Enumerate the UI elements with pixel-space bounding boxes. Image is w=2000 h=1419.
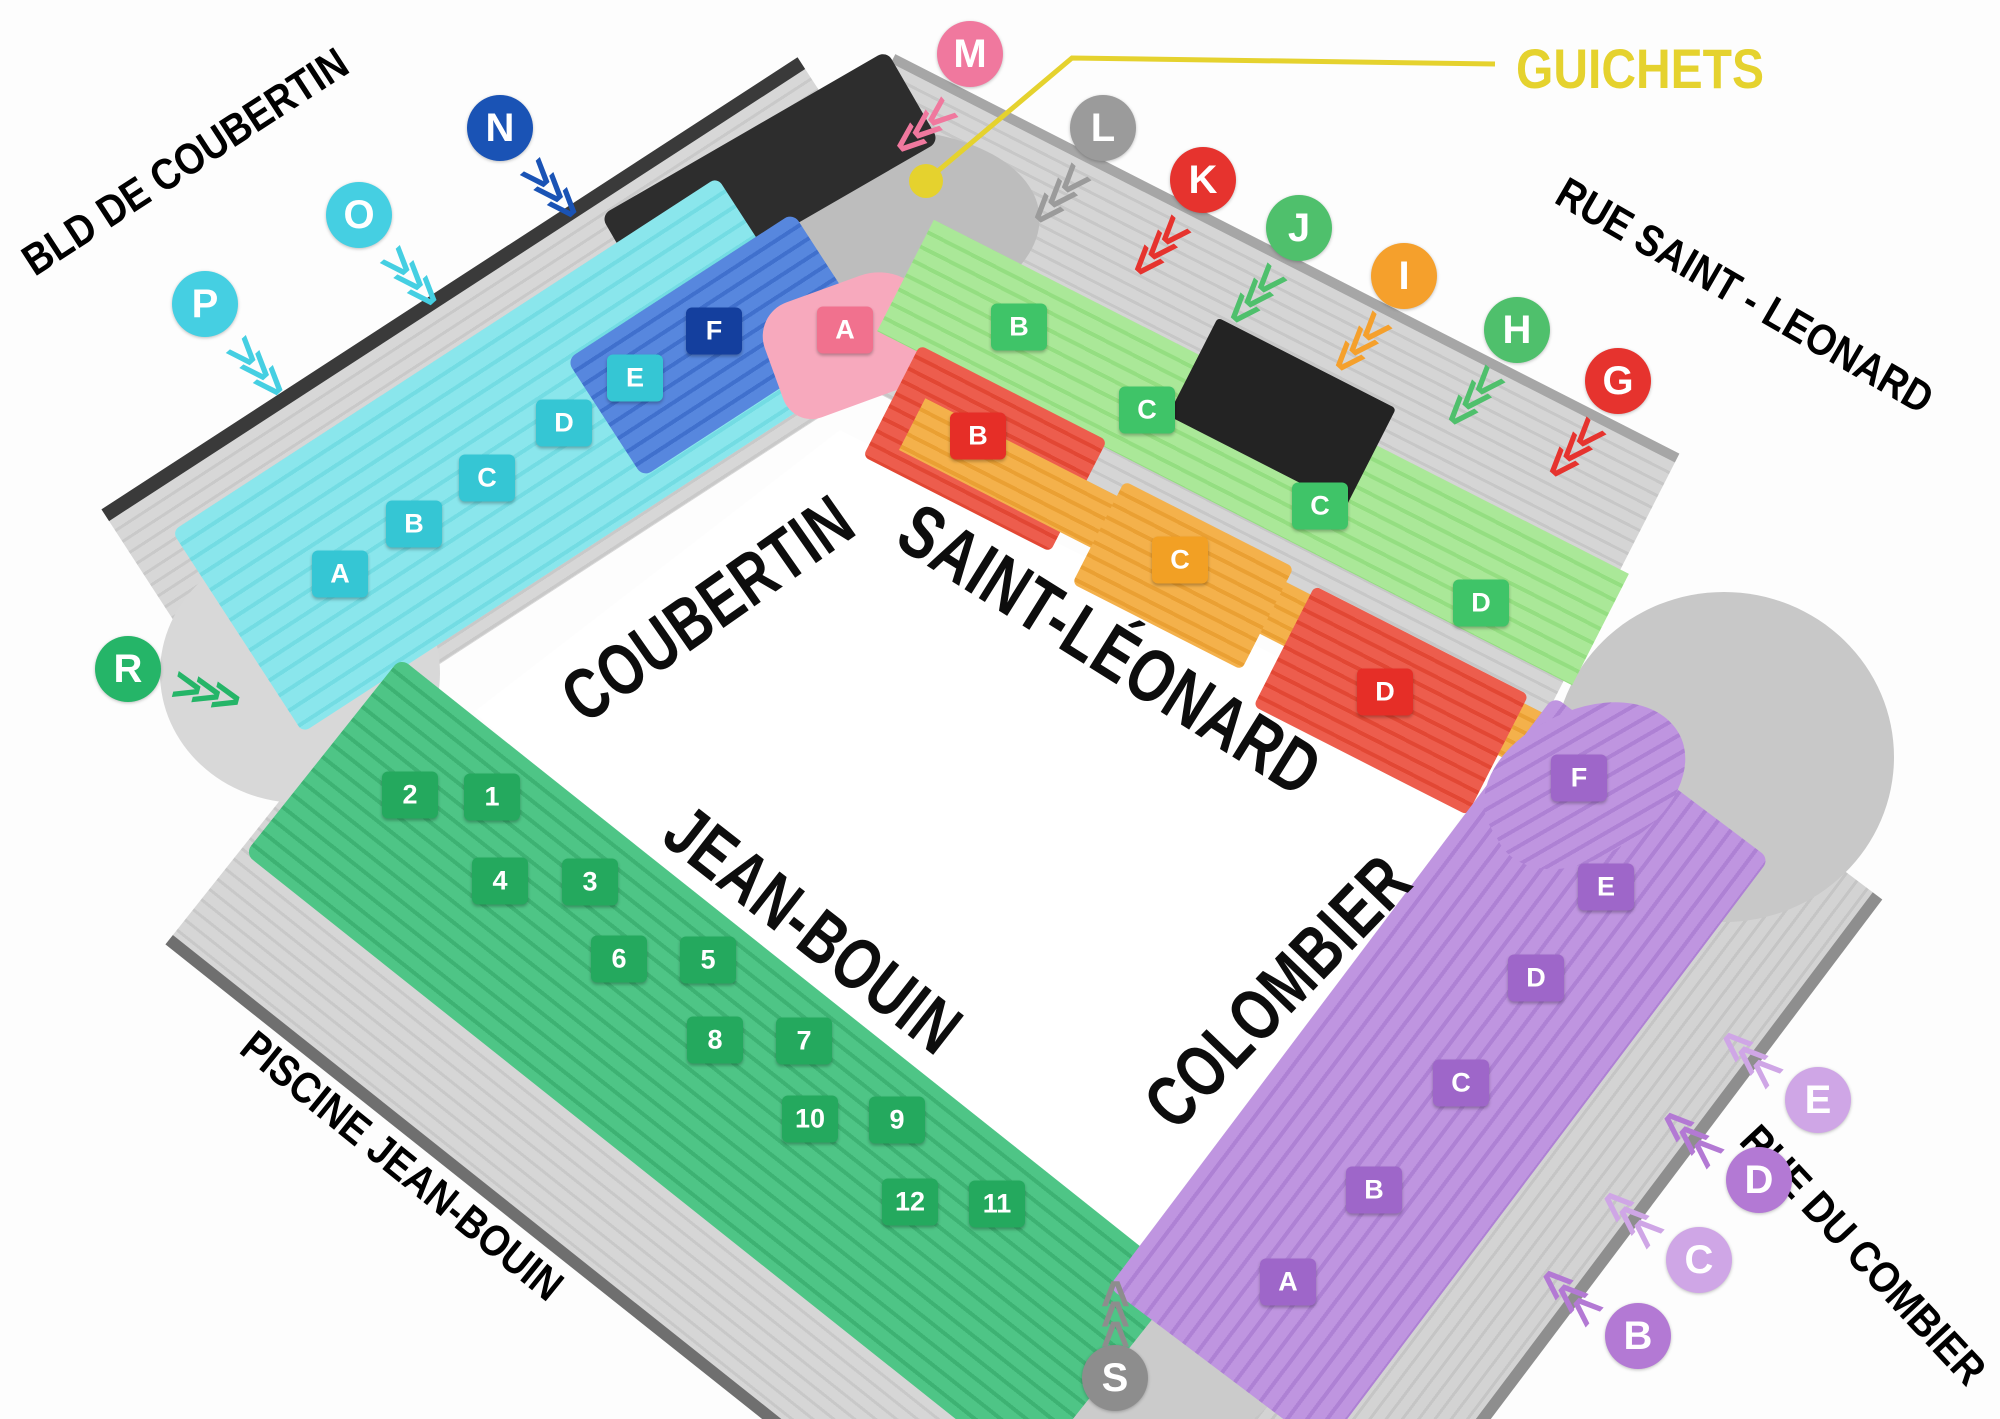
section-colombier-f[interactable]: F xyxy=(1551,754,1607,802)
gate-badge-l[interactable]: L xyxy=(1070,95,1136,161)
section-colombier-d[interactable]: D xyxy=(1508,954,1564,1002)
section-saint-leonard-c-lower[interactable]: C xyxy=(1152,536,1208,584)
gate-badge-j[interactable]: J xyxy=(1266,195,1332,261)
section-jean-bouin-7[interactable]: 7 xyxy=(776,1017,832,1065)
section-colombier-c[interactable]: C xyxy=(1433,1059,1489,1107)
section-jean-bouin-12[interactable]: 12 xyxy=(882,1178,938,1226)
section-saint-leonard-a[interactable]: A xyxy=(817,306,873,354)
gate-badge-n[interactable]: N xyxy=(467,95,533,161)
section-saint-leonard-c-upper-2[interactable]: C xyxy=(1292,482,1348,530)
section-jean-bouin-4[interactable]: 4 xyxy=(472,857,528,905)
gate-badge-k[interactable]: K xyxy=(1170,147,1236,213)
section-jean-bouin-3[interactable]: 3 xyxy=(562,858,618,906)
section-jean-bouin-11[interactable]: 11 xyxy=(969,1180,1025,1228)
section-jean-bouin-9[interactable]: 9 xyxy=(869,1096,925,1144)
section-coubertin-f[interactable]: F xyxy=(686,307,742,355)
gate-badge-c[interactable]: C xyxy=(1666,1227,1732,1293)
section-colombier-a[interactable]: A xyxy=(1260,1258,1316,1306)
section-jean-bouin-6[interactable]: 6 xyxy=(591,935,647,983)
section-jean-bouin-5[interactable]: 5 xyxy=(680,936,736,984)
section-jean-bouin-10[interactable]: 10 xyxy=(782,1095,838,1143)
gate-badge-h[interactable]: H xyxy=(1484,297,1550,363)
section-coubertin-b[interactable]: B xyxy=(386,500,442,548)
gate-badge-m[interactable]: M xyxy=(937,21,1003,87)
gate-badge-o[interactable]: O xyxy=(326,182,392,248)
section-coubertin-e[interactable]: E xyxy=(607,354,663,402)
gate-badge-i[interactable]: I xyxy=(1371,243,1437,309)
street-label-bld-de-coubertin: BLD DE COUBERTIN xyxy=(14,39,358,286)
section-saint-leonard-b-upper[interactable]: B xyxy=(991,303,1047,351)
section-saint-leonard-c-upper-1[interactable]: C xyxy=(1119,386,1175,434)
section-coubertin-a[interactable]: A xyxy=(312,550,368,598)
section-coubertin-c[interactable]: C xyxy=(459,454,515,502)
section-saint-leonard-d-lower[interactable]: D xyxy=(1357,668,1413,716)
section-colombier-b[interactable]: B xyxy=(1346,1166,1402,1214)
gate-badge-r[interactable]: R xyxy=(95,636,161,702)
section-coubertin-d[interactable]: D xyxy=(536,399,592,447)
section-jean-bouin-1[interactable]: 1 xyxy=(464,773,520,821)
section-jean-bouin-8[interactable]: 8 xyxy=(687,1016,743,1064)
section-saint-leonard-b-lower[interactable]: B xyxy=(950,412,1006,460)
section-jean-bouin-2[interactable]: 2 xyxy=(382,771,438,819)
guichets-label: GUICHETS xyxy=(1515,39,1765,101)
section-saint-leonard-d-upper[interactable]: D xyxy=(1453,579,1509,627)
gate-chevrons-s: >>> xyxy=(1087,1288,1143,1349)
section-colombier-e[interactable]: E xyxy=(1578,863,1634,911)
gate-badge-b[interactable]: B xyxy=(1605,1303,1671,1369)
gate-badge-e[interactable]: E xyxy=(1785,1067,1851,1133)
gate-badge-s[interactable]: S xyxy=(1082,1345,1148,1411)
gate-badge-p[interactable]: P xyxy=(172,271,238,337)
gate-badge-d[interactable]: D xyxy=(1726,1147,1792,1213)
gate-badge-g[interactable]: G xyxy=(1585,348,1651,414)
